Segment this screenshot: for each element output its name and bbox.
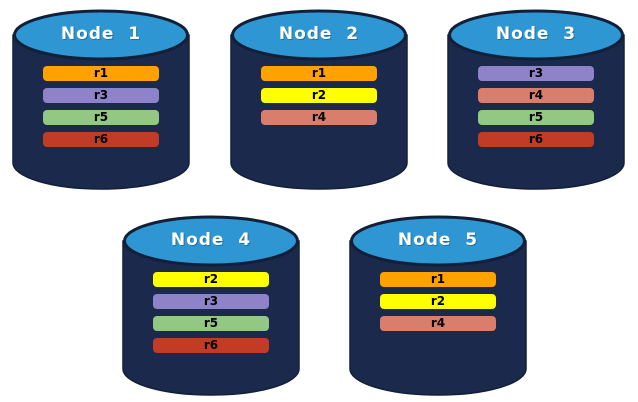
database-node-4: Node 4 r2 r3 r5 r6 xyxy=(122,214,300,396)
replica-bar-r2: r2 xyxy=(380,294,496,309)
node-title: Node 3 xyxy=(495,24,577,44)
replica-bar-r1: r1 xyxy=(380,272,496,287)
replica-bar-r2: r2 xyxy=(153,272,269,287)
replica-list: r1 r2 r4 xyxy=(380,272,496,331)
replica-bar-r4: r4 xyxy=(261,110,377,125)
replica-bar-r5: r5 xyxy=(43,110,159,125)
database-node-2: Node 2 r1 r2 r4 xyxy=(230,8,408,190)
replica-list: r3 r4 r5 r6 xyxy=(478,66,594,147)
replica-bar-r3: r3 xyxy=(153,294,269,309)
replica-list: r1 r3 r5 r6 xyxy=(43,66,159,147)
replica-bar-r5: r5 xyxy=(478,110,594,125)
node-title: Node 5 xyxy=(397,230,479,250)
database-node-5: Node 5 r1 r2 r4 xyxy=(349,214,527,396)
database-node-1: Node 1 r1 r3 r5 r6 xyxy=(12,8,190,190)
node-title: Node 1 xyxy=(60,24,142,44)
node-title: Node 4 xyxy=(170,230,252,250)
replica-list: r2 r3 r5 r6 xyxy=(153,272,269,353)
replica-bar-r1: r1 xyxy=(43,66,159,81)
database-node-3: Node 3 r3 r4 r5 r6 xyxy=(447,8,625,190)
replica-bar-r1: r1 xyxy=(261,66,377,81)
replica-bar-r5: r5 xyxy=(153,316,269,331)
replica-bar-r4: r4 xyxy=(380,316,496,331)
replica-bar-r2: r2 xyxy=(261,88,377,103)
node-title: Node 2 xyxy=(278,24,360,44)
replica-bar-r3: r3 xyxy=(478,66,594,81)
replica-bar-r6: r6 xyxy=(153,338,269,353)
replica-bar-r6: r6 xyxy=(43,132,159,147)
replica-bar-r3: r3 xyxy=(43,88,159,103)
replica-list: r1 r2 r4 xyxy=(261,66,377,125)
replica-bar-r4: r4 xyxy=(478,88,594,103)
replica-bar-r6: r6 xyxy=(478,132,594,147)
